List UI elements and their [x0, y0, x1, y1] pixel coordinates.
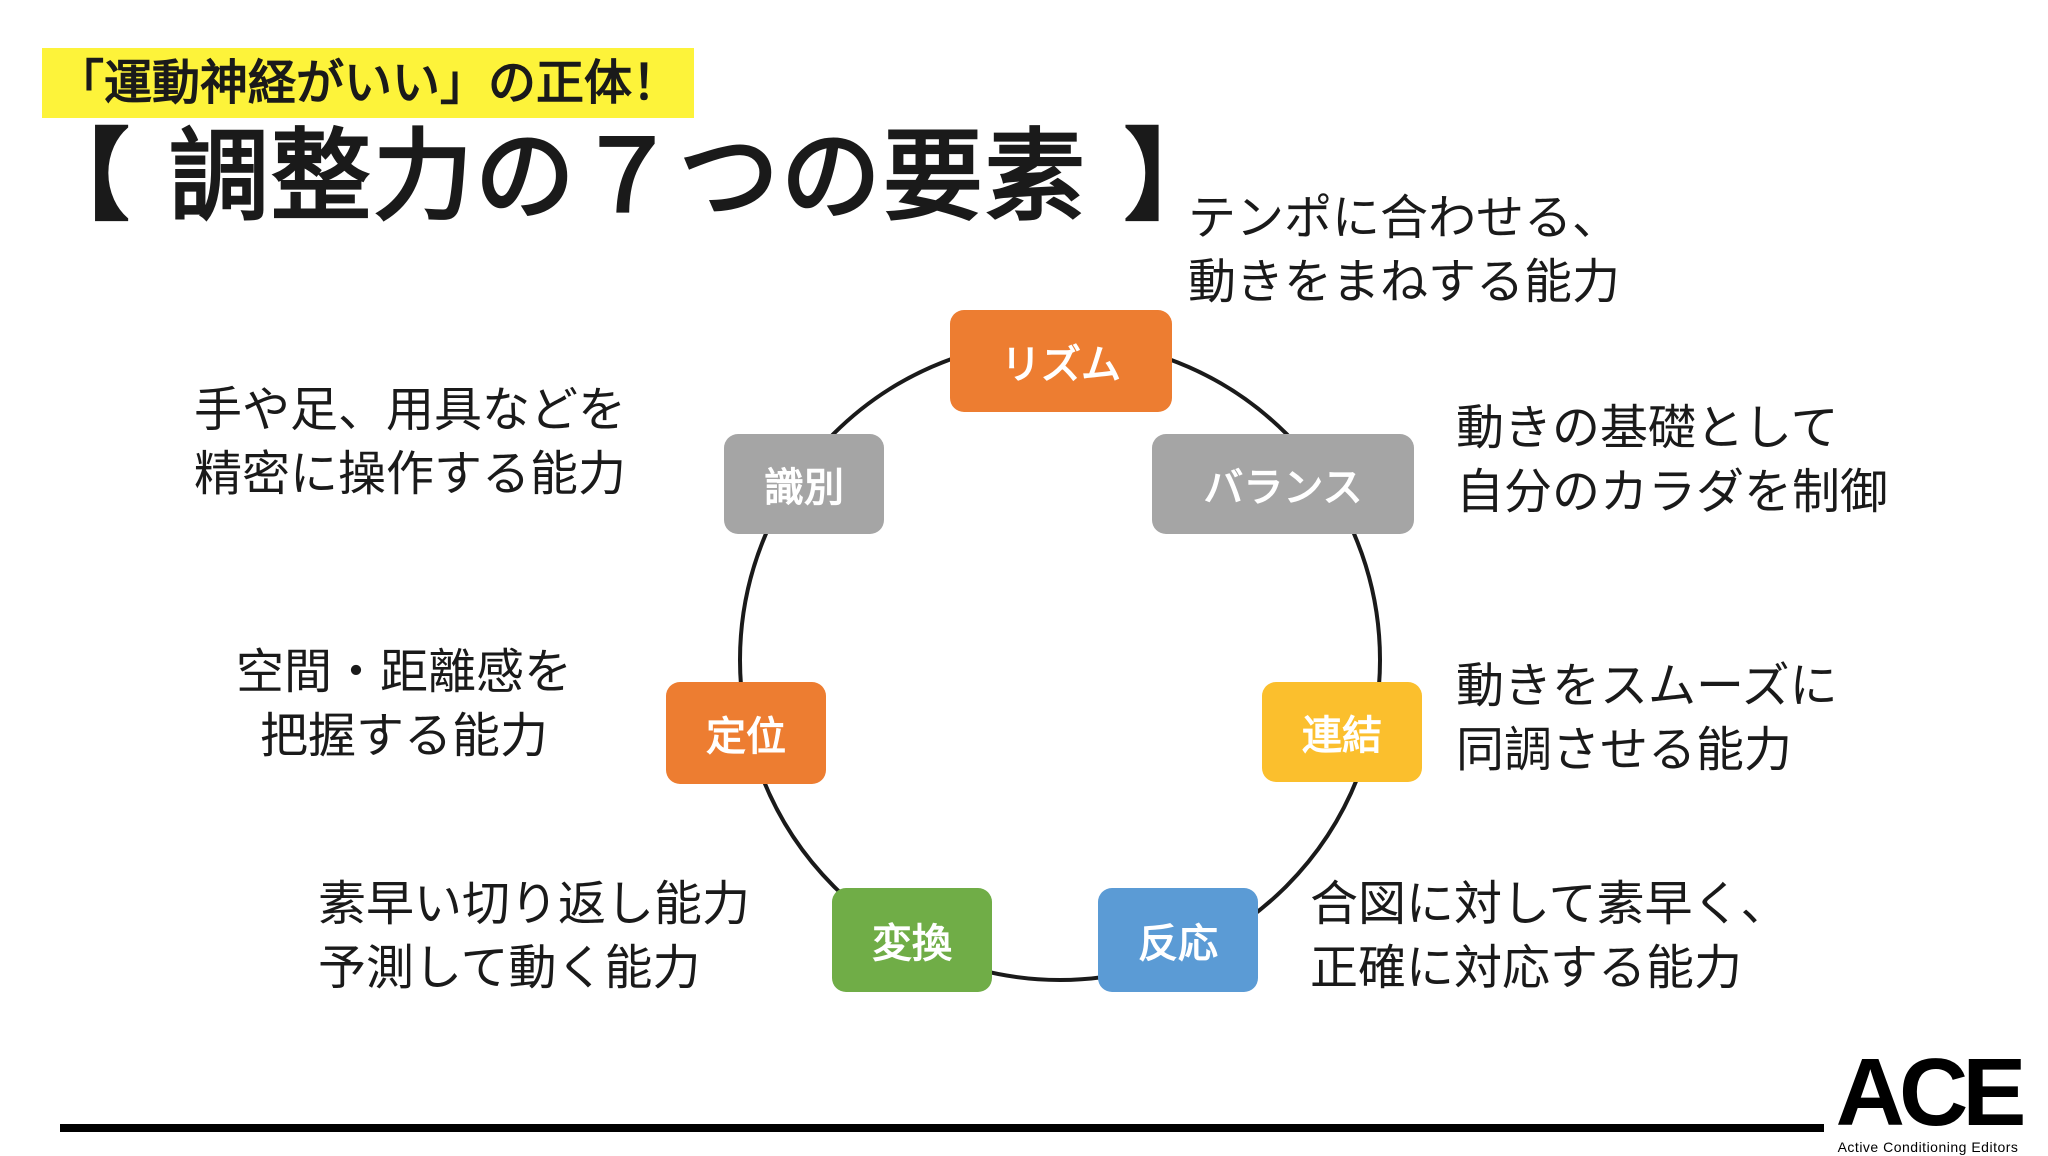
- ace-logo: ACE Active Conditioning Editors: [1828, 1039, 2028, 1156]
- description-line: 把握する能力: [260, 708, 549, 764]
- node-coupling: 連結: [1262, 682, 1422, 782]
- node-balance: バランス: [1152, 434, 1414, 534]
- description-line: 手や足、用具などを: [194, 382, 627, 438]
- description-differentiation: 手や足、用具などを 精密に操作する能力: [194, 378, 626, 506]
- page-title: 【 調整力の７つの要素 】: [30, 118, 1226, 235]
- logo-tagline: Active Conditioning Editors: [1837, 1139, 2019, 1155]
- description-line: 予測して動く能力: [318, 940, 701, 996]
- node-label: 連結: [1302, 713, 1382, 759]
- node-rhythm: リズム: [950, 310, 1172, 412]
- node-transition: 変換: [832, 888, 992, 992]
- description-line: 合図に対して素早く、: [1310, 876, 1789, 932]
- description-line: 正確に対応する能力: [1310, 940, 1743, 996]
- description-line: 同調させる能力: [1456, 722, 1793, 778]
- description-coupling: 動きをスムーズに 同調させる能力: [1456, 654, 1838, 782]
- logo-mark: ACE: [1835, 1039, 2027, 1146]
- description-balance: 動きの基礎として 自分のカラダを制御: [1456, 396, 1888, 524]
- node-differentiation: 識別: [724, 434, 884, 534]
- description-line: 精密に操作する能力: [194, 446, 627, 502]
- description-line: 動きの基礎として: [1456, 400, 1839, 456]
- footer-rule: [60, 1124, 1824, 1132]
- node-label: 反応: [1138, 921, 1218, 967]
- node-label: 変換: [872, 921, 952, 967]
- node-label: 識別: [764, 465, 844, 511]
- description-line: 自分のカラダを制御: [1456, 464, 1889, 520]
- node-reaction: 反応: [1098, 888, 1258, 992]
- node-label: 定位: [706, 714, 786, 760]
- node-label: リズム: [1001, 342, 1121, 388]
- description-line: 空間・距離感を: [236, 644, 573, 700]
- description-line: 動きをスムーズに: [1456, 658, 1838, 714]
- description-reaction: 合図に対して素早く、 正確に対応する能力: [1310, 872, 1789, 1000]
- description-line: 動きをまねする能力: [1188, 254, 1621, 310]
- description-line: テンポに合わせる、: [1188, 190, 1621, 246]
- description-line: 素早い切り返し能力: [318, 876, 751, 932]
- description-transition: 素早い切り返し能力 予測して動く能力: [318, 872, 750, 1000]
- node-label: バランス: [1203, 465, 1363, 511]
- description-orientation: 空間・距離感を 把握する能力: [236, 640, 572, 768]
- subtitle-highlight: 「運動神経がいい」の正体！: [42, 48, 695, 118]
- node-orientation: 定位: [666, 682, 826, 784]
- description-rhythm: テンポに合わせる、 動きをまねする能力: [1188, 186, 1620, 314]
